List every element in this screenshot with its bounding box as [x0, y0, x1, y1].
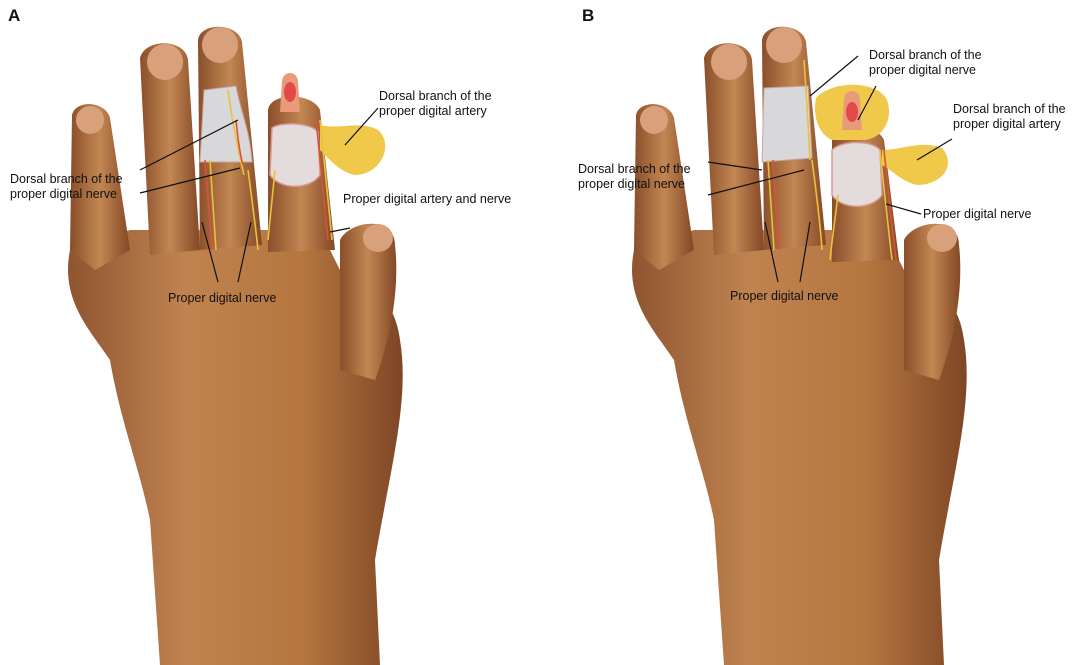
hand-palm — [632, 230, 967, 665]
ring-fingernail — [711, 44, 747, 80]
middle-fingernail — [766, 27, 802, 63]
label-artery-and-nerve-a: Proper digital artery and nerve — [343, 192, 512, 206]
hand-palm — [68, 230, 403, 665]
leader-lines — [139, 107, 379, 283]
label-dorsal-artery-a: Dorsal branch of the proper digital arte… — [379, 89, 492, 118]
ring-finger — [704, 43, 764, 256]
dorsal-artery-flap — [882, 144, 948, 185]
panel-a: A Dorsal branch of the proper digital ar… — [8, 6, 512, 665]
index-finger-flap — [831, 141, 883, 207]
thumbnail — [927, 224, 957, 252]
panel-label-a: A — [8, 6, 21, 25]
label-dorsal-artery-b: Dorsal branch of the proper digital arte… — [953, 102, 1066, 131]
ring-fingernail — [147, 44, 183, 80]
nerve-paths — [767, 59, 897, 261]
wound-center — [284, 82, 296, 102]
index-finger-flap — [269, 123, 321, 187]
label-proper-nerve-a: Proper digital nerve — [168, 291, 277, 305]
thumb — [340, 223, 397, 380]
little-fingernail — [640, 106, 668, 134]
little-finger — [634, 104, 694, 270]
label-proper-nerve-bottom-b: Proper digital nerve — [730, 289, 839, 303]
label-proper-nerve-right-b: Proper digital nerve — [923, 207, 1032, 221]
label-dorsal-nerve-top-b: Dorsal branch of the proper digital nerv… — [869, 48, 982, 77]
leader-lines — [707, 55, 953, 283]
label-dorsal-nerve-left-b: Dorsal branch of the proper digital nerv… — [578, 162, 691, 191]
middle-finger-flap — [761, 85, 813, 163]
wound-center — [846, 102, 858, 122]
dorsal-artery-flap — [320, 125, 386, 175]
middle-fingernail — [202, 27, 238, 63]
label-dorsal-nerve-a: Dorsal branch of the proper digital nerv… — [10, 172, 123, 201]
little-fingernail — [76, 106, 104, 134]
ring-finger — [140, 43, 200, 256]
nerve-paths — [204, 89, 333, 251]
hand-illustration-b — [632, 26, 967, 665]
hand-illustration-a — [68, 26, 403, 665]
thumbnail — [363, 224, 393, 252]
little-finger — [70, 104, 130, 270]
thumb — [904, 223, 961, 380]
panel-label-b: B — [582, 6, 595, 25]
panel-b: B Dorsal branch of the proper digital ne… — [542, 0, 1084, 665]
